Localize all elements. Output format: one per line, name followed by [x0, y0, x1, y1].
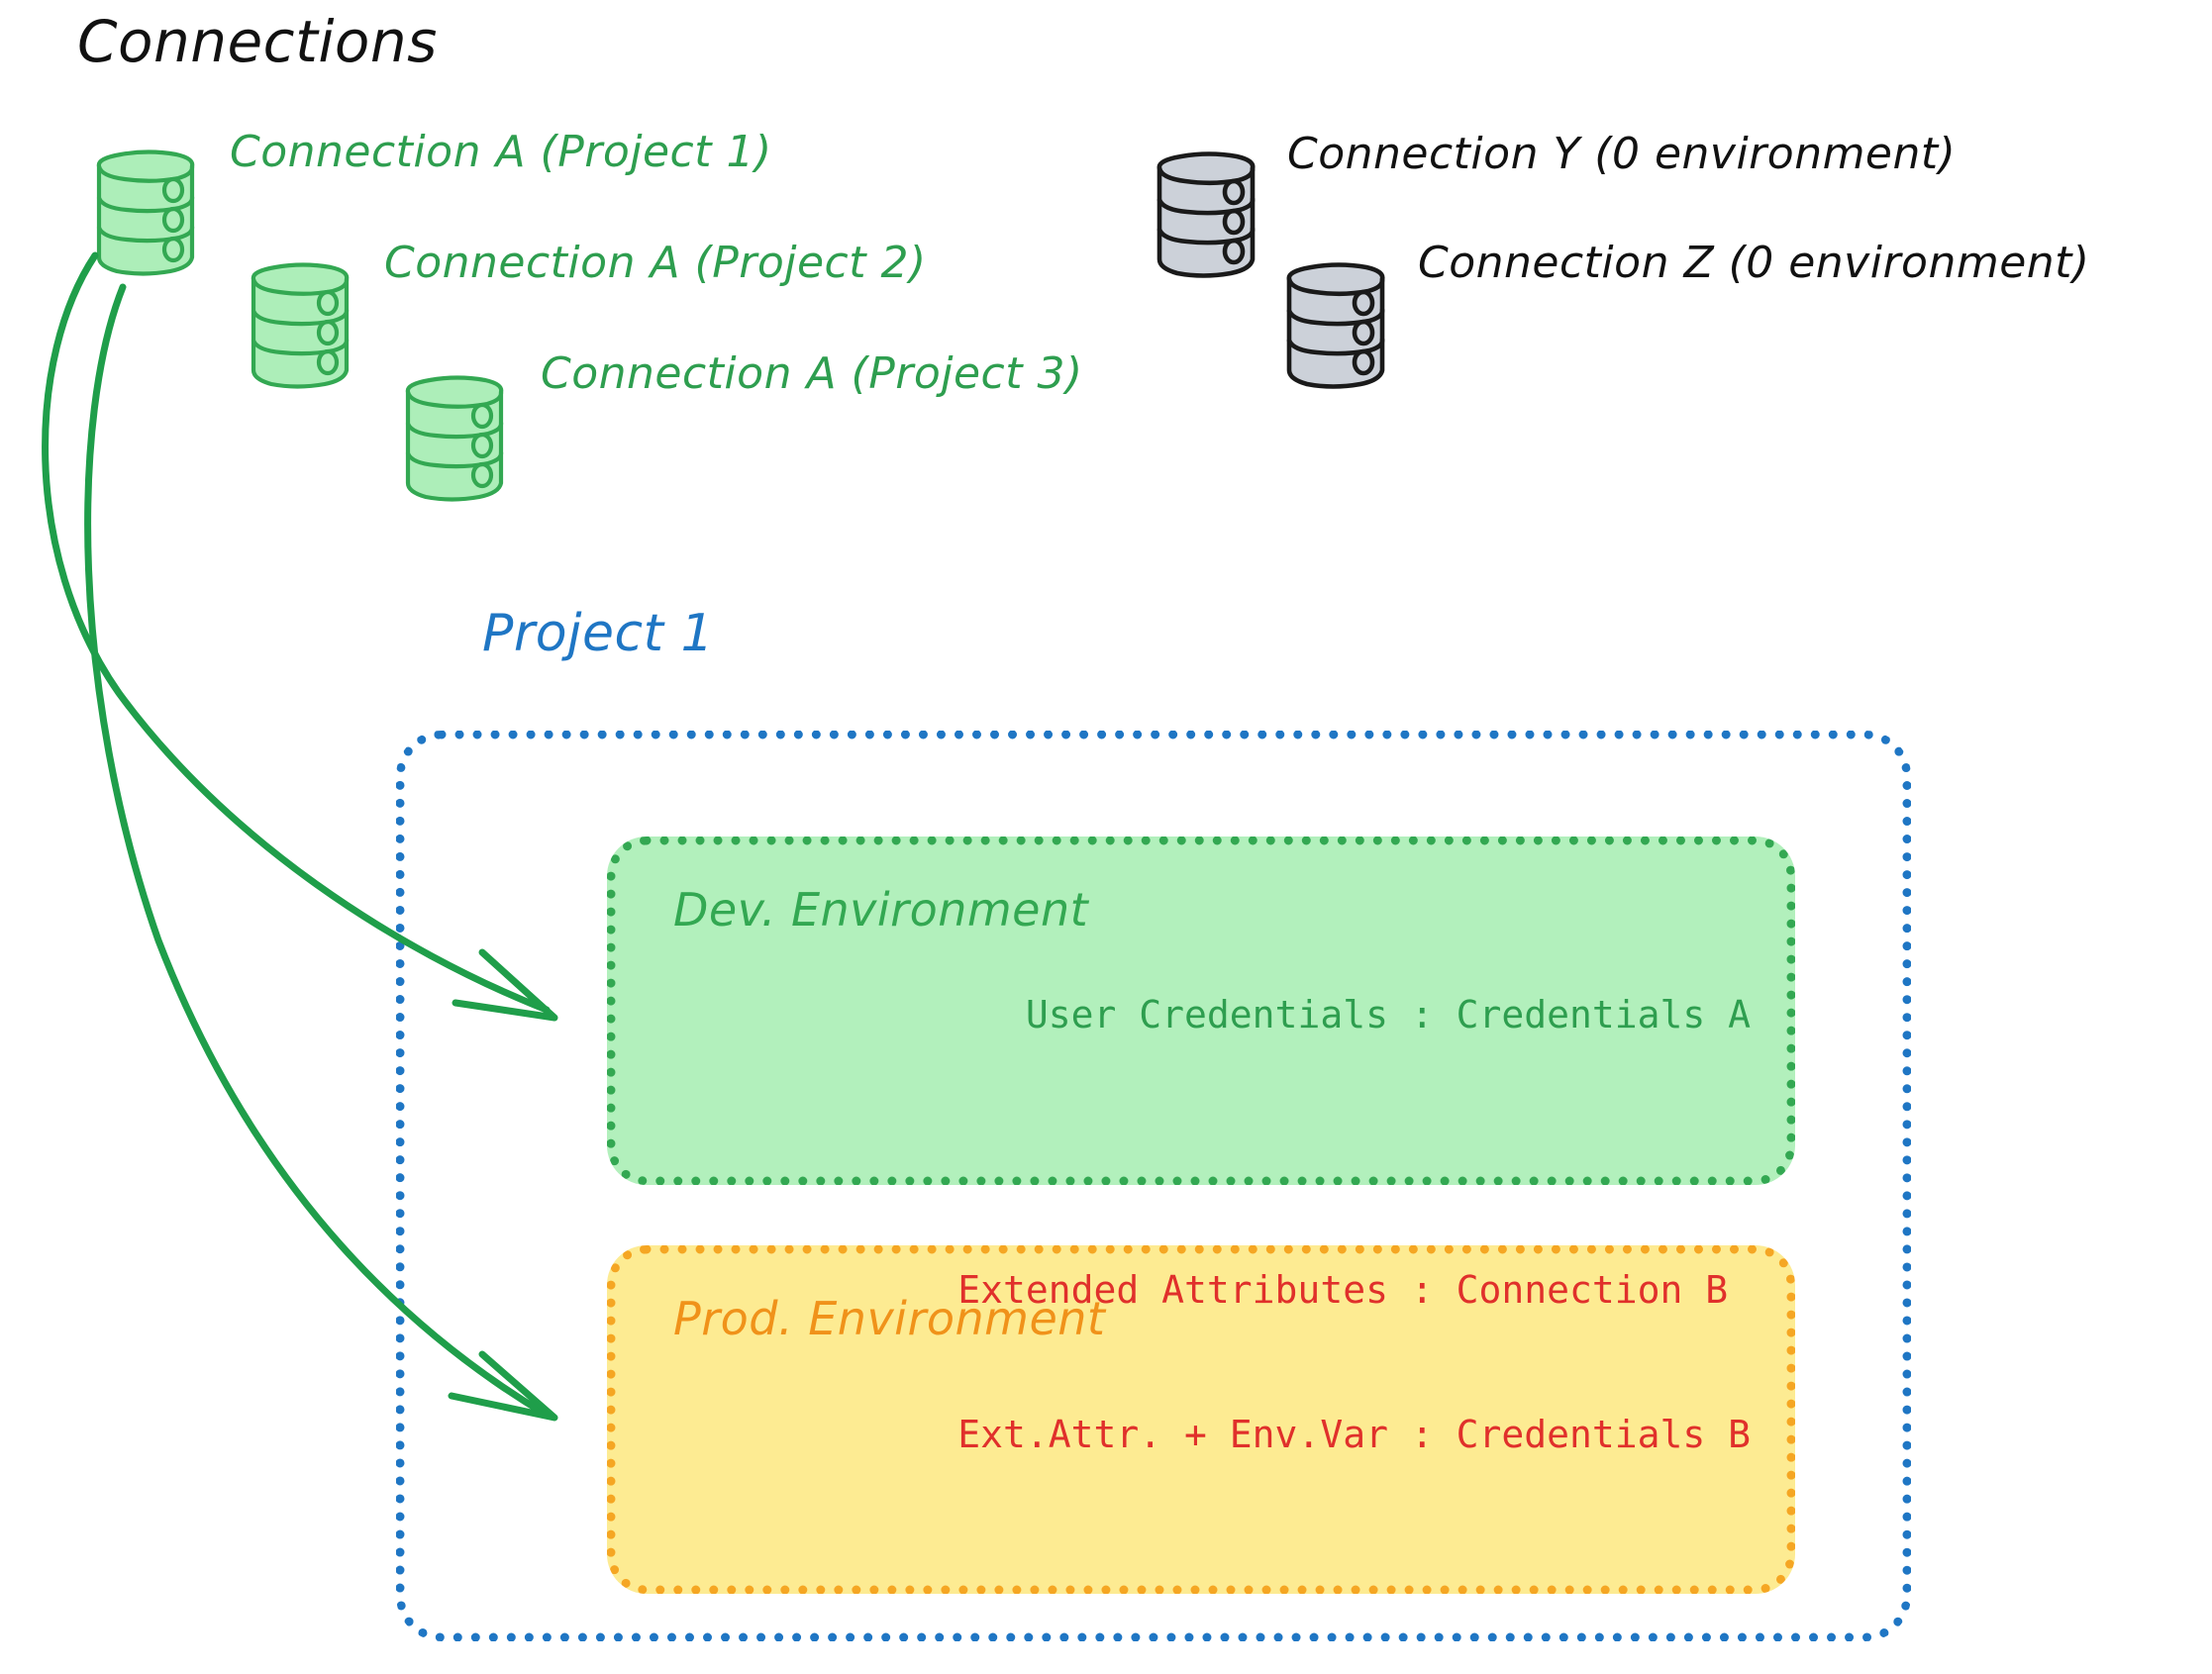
prod-credentials-list: Extended Attributes : Connection B Ext.A… [957, 1170, 1751, 1555]
database-icon-connection-a-project-1[interactable] [91, 147, 200, 284]
dev-environment-box[interactable]: Dev. Environment User Credentials : Cred… [607, 837, 1795, 1185]
database-icon [251, 262, 350, 389]
dev-credentials-list: User Credentials : Credentials A [1026, 889, 1751, 1142]
page-title: Connections [77, 8, 438, 75]
database-icon-connection-a-project-2[interactable] [246, 259, 354, 397]
database-icon-connection-y[interactable] [1152, 148, 1260, 286]
dev-environment-title: Dev. Environment [673, 883, 1089, 936]
database-icon-connection-a-project-3[interactable] [400, 372, 509, 510]
connection-label-z: Connection Z (0 environment) [1418, 238, 2090, 288]
project-title: Project 1 [482, 604, 715, 663]
prod-environment-box[interactable]: Prod. Environment Extended Attributes : … [607, 1245, 1795, 1594]
database-icon [96, 149, 195, 276]
database-icon [1286, 262, 1385, 389]
prod-credential-line-2: Ext.Attr. + Env.Var : Credentials B [957, 1413, 1751, 1457]
database-icon [1156, 151, 1256, 278]
database-icon-connection-z[interactable] [1281, 259, 1390, 397]
connection-label-a-project-2: Connection A (Project 2) [384, 238, 927, 288]
connection-label-a-project-3: Connection A (Project 3) [541, 348, 1083, 399]
database-icon [405, 375, 504, 502]
prod-environment-title: Prod. Environment [673, 1292, 1106, 1345]
connection-label-a-project-1: Connection A (Project 1) [230, 127, 772, 177]
connection-label-y: Connection Y (0 environment) [1287, 129, 1957, 179]
prod-credential-line-1: Extended Attributes : Connection B [957, 1268, 1729, 1313]
dev-credential-line: User Credentials : Credentials A [1025, 993, 1751, 1037]
